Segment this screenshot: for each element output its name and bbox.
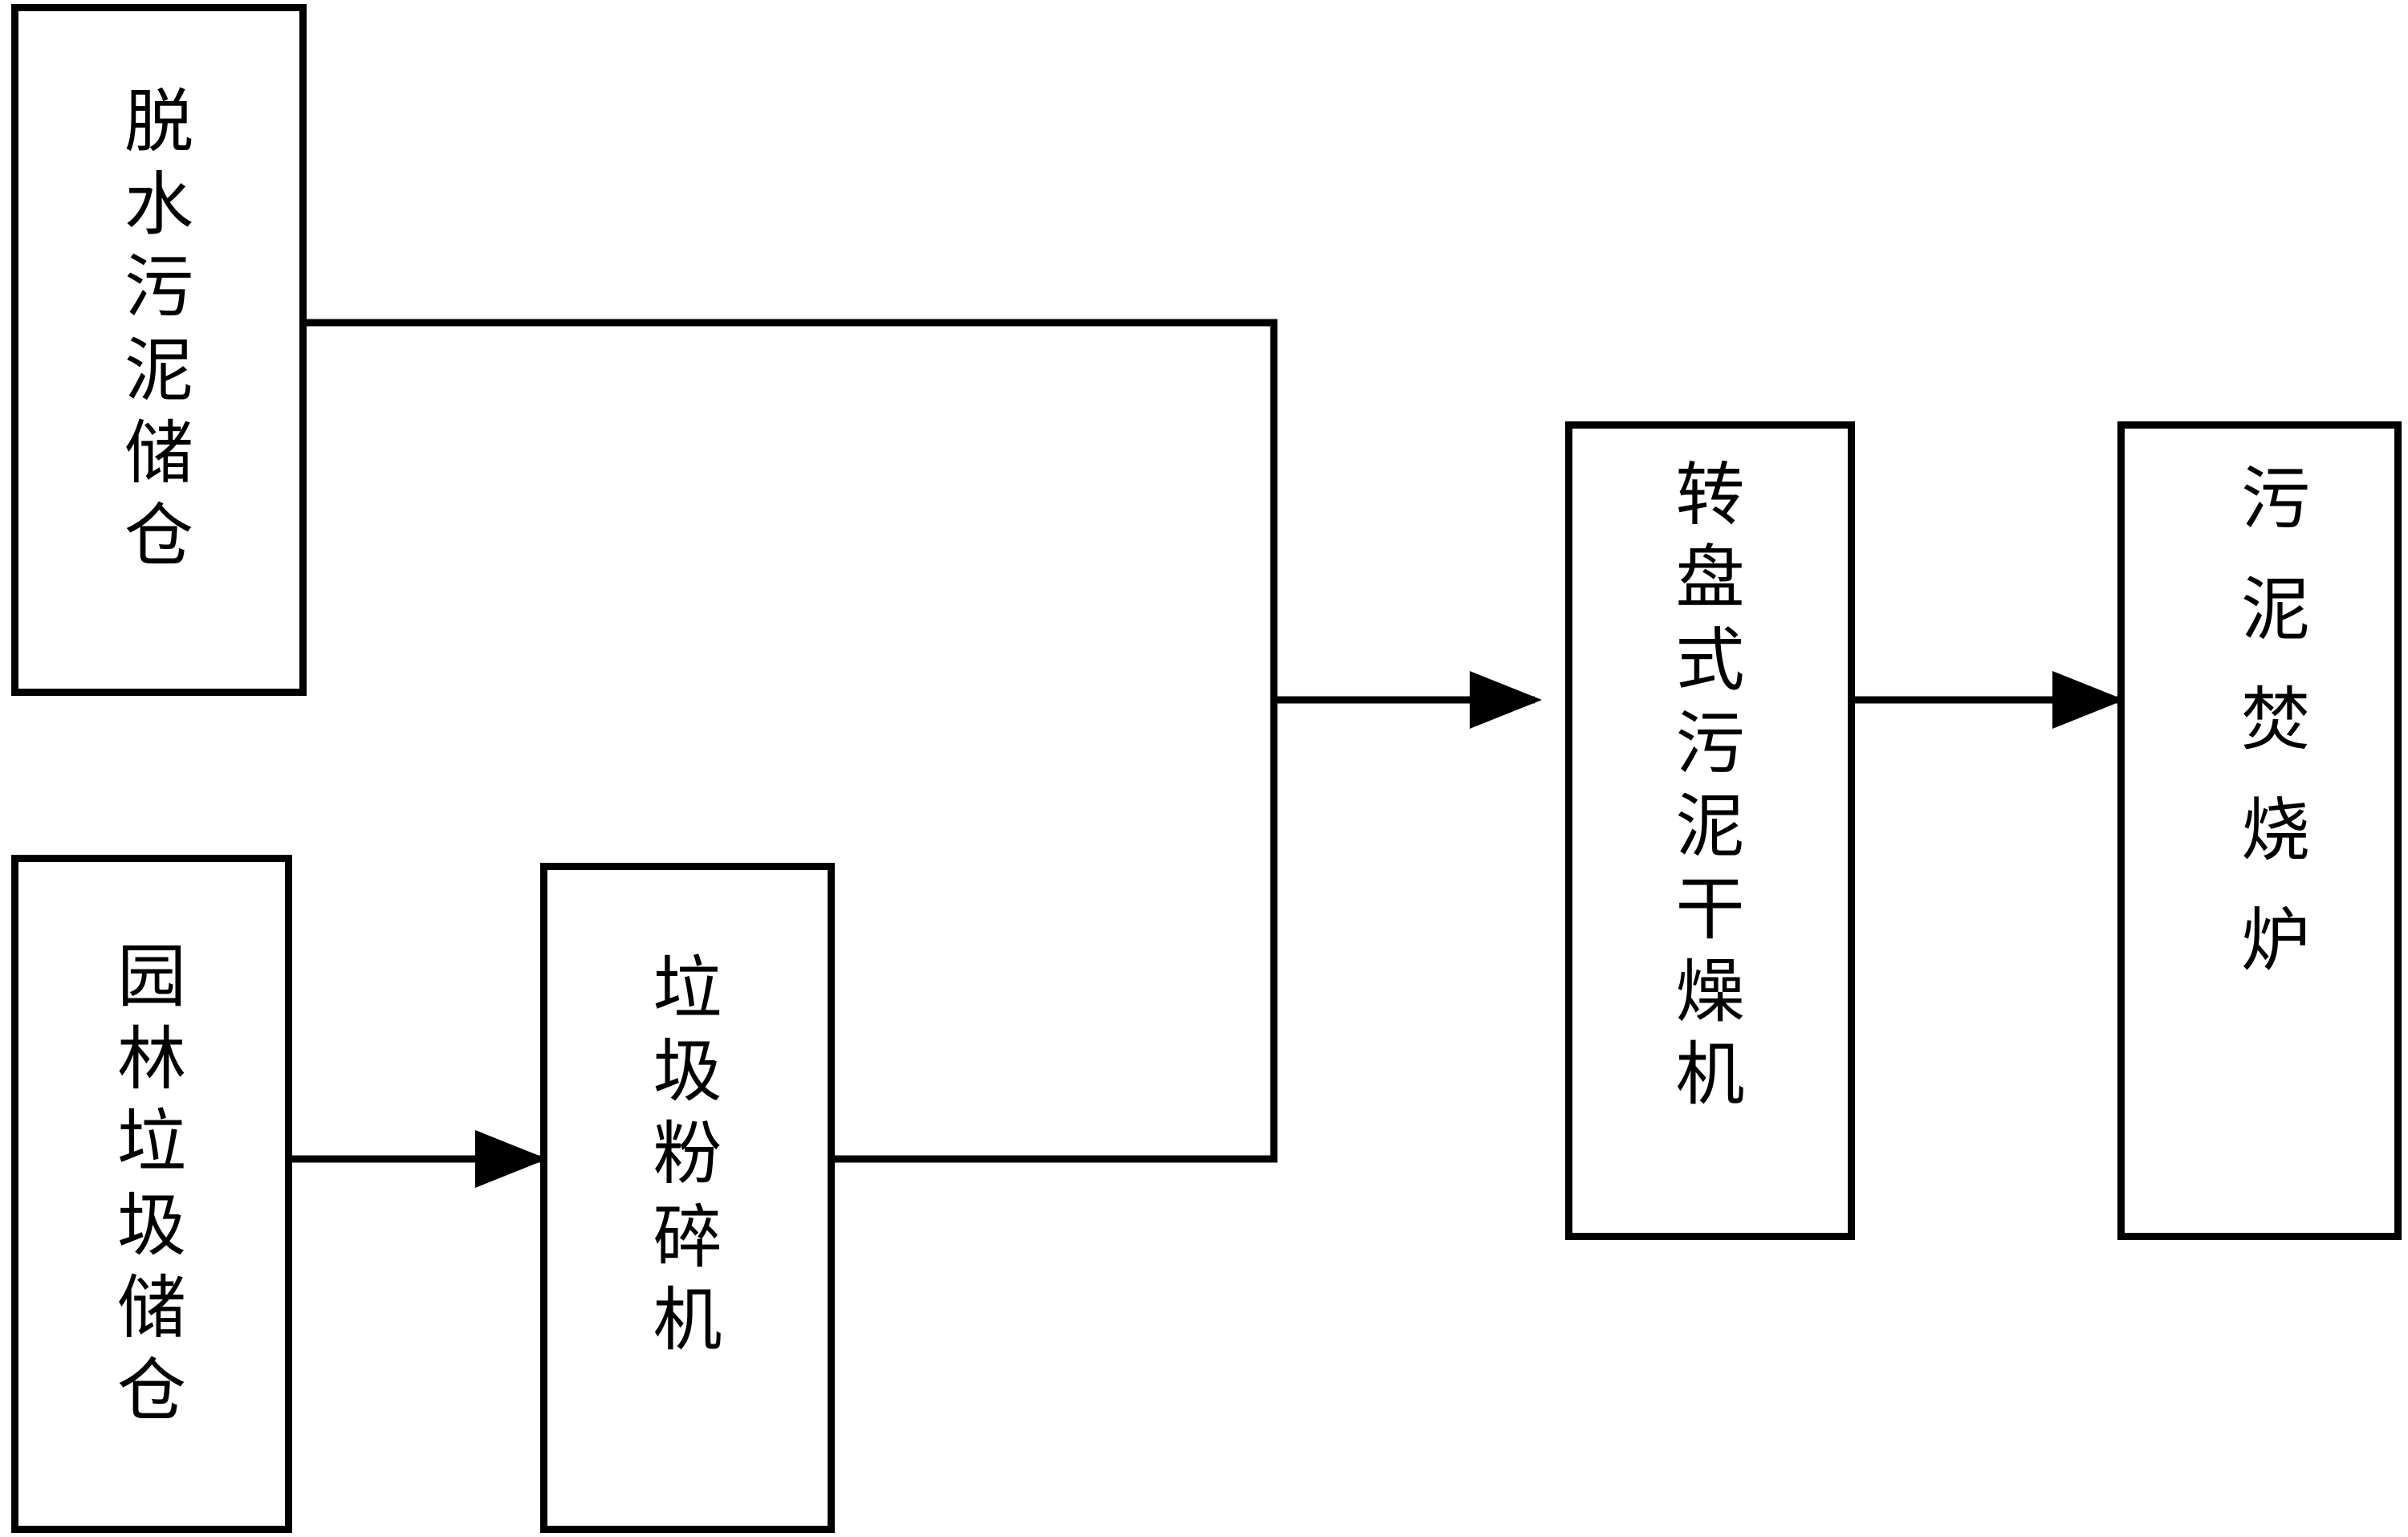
disc-sludge-dryer-label: 转盘式污泥干燥机 [1675,455,1745,1116]
garden-waste-bin-box: 园林垃圾储仓 [11,855,292,1533]
sludge-incinerator-label: 污泥焚烧炉 [2241,459,2310,982]
connector-sludge-bin-to-junction [307,319,1278,703]
garden-waste-bin-label: 园林垃圾储仓 [117,937,186,1431]
dewatered-sludge-bin-box: 脱水污泥储仓 [11,4,307,696]
sludge-incinerator-box: 污泥焚烧炉 [2117,421,2402,1240]
waste-crusher-label: 垃圾粉碎机 [653,949,722,1360]
waste-crusher-box: 垃圾粉碎机 [540,863,835,1533]
disc-sludge-dryer-box: 转盘式污泥干燥机 [1565,421,1855,1240]
dewatered-sludge-bin-label: 脱水污泥储仓 [124,82,193,576]
connector-crusher-to-junction [835,700,1278,1163]
